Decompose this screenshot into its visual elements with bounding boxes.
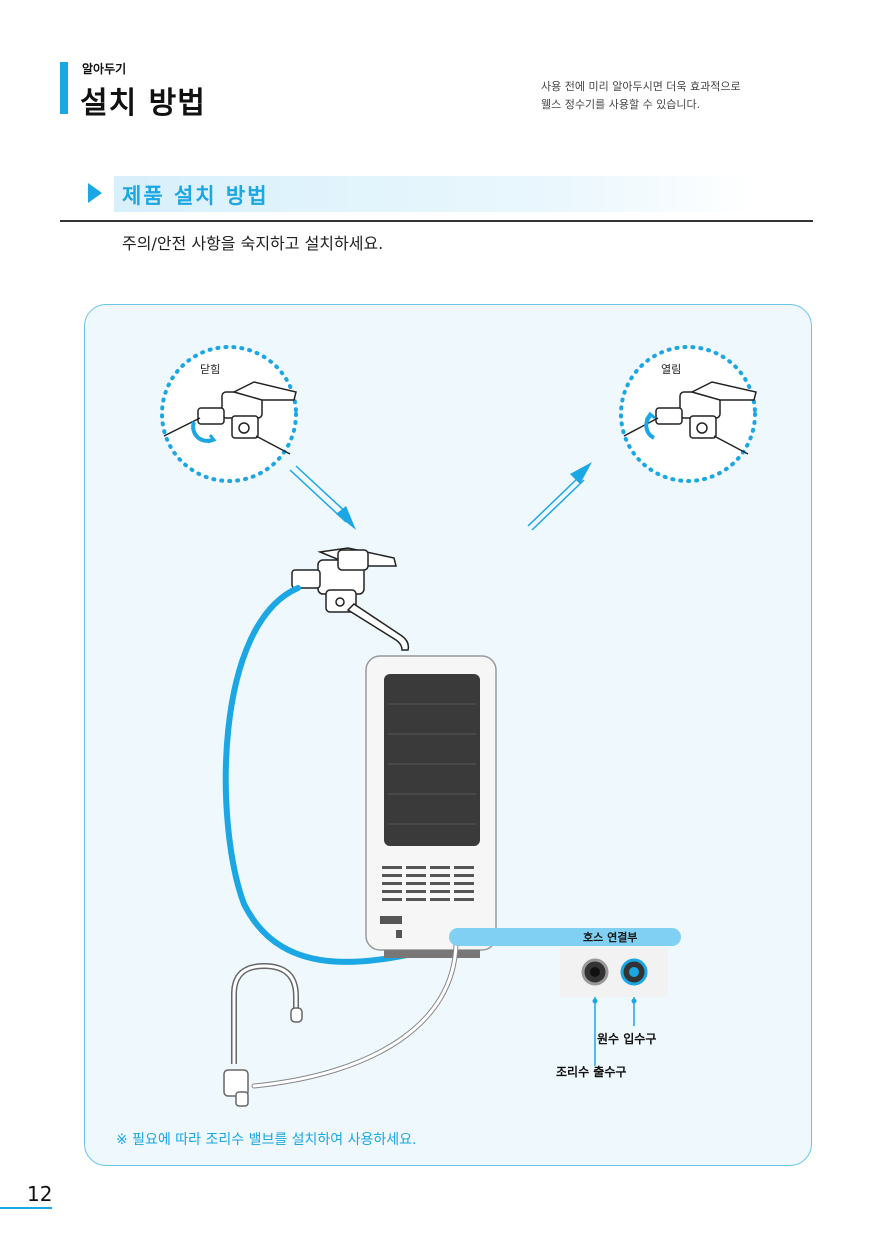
header-kicker: 알아두기 — [82, 62, 127, 76]
triangle-bullet-icon — [88, 183, 102, 203]
water-purifier-unit — [365, 655, 497, 958]
inlet-label: 원수 입수구 — [597, 1032, 657, 1046]
section-title: 제품 설치 방법 — [122, 184, 269, 208]
callout-open-label: 열림 — [661, 363, 682, 376]
faucet-icon — [291, 547, 410, 651]
header-description-line: 웰스 정수기를 사용할 수 있습니다. — [541, 98, 701, 111]
section-divider — [60, 220, 813, 222]
installation-illustration — [160, 345, 757, 1107]
valve-open-icon — [623, 381, 757, 455]
arrow-up-right-icon — [527, 462, 592, 531]
header-accent-bar — [60, 62, 68, 114]
cooking-water-tap-icon — [223, 962, 303, 1107]
page-number-underline — [0, 1207, 52, 1209]
footnote: ※ 필요에 따라 조리수 밸브를 설치하여 사용하세요. — [116, 1132, 417, 1148]
page-number: 12 — [27, 1182, 53, 1206]
port-diagram — [560, 947, 668, 1066]
callout-closed-label: 닫힘 — [200, 363, 221, 376]
hose-connection-bar — [449, 928, 681, 946]
hose-connection-label: 호스 연결부 — [583, 931, 638, 944]
source-hose — [222, 585, 459, 965]
page-title: 설치 방법 — [80, 86, 206, 121]
outlet-label: 조리수 출수구 — [556, 1065, 627, 1079]
header-description-line: 사용 전에 미리 알아두시면 더욱 효과적으로 — [541, 80, 741, 93]
arrow-down-right-icon — [289, 465, 356, 530]
valve-closed-icon — [163, 381, 297, 455]
section-heading-band — [114, 176, 754, 212]
header-description: 사용 전에 미리 알아두시면 더욱 효과적으로 웰스 정수기를 사용할 수 있습… — [541, 78, 801, 114]
section-note: 주의/안전 사항을 숙지하고 설치하세요. — [122, 234, 384, 253]
